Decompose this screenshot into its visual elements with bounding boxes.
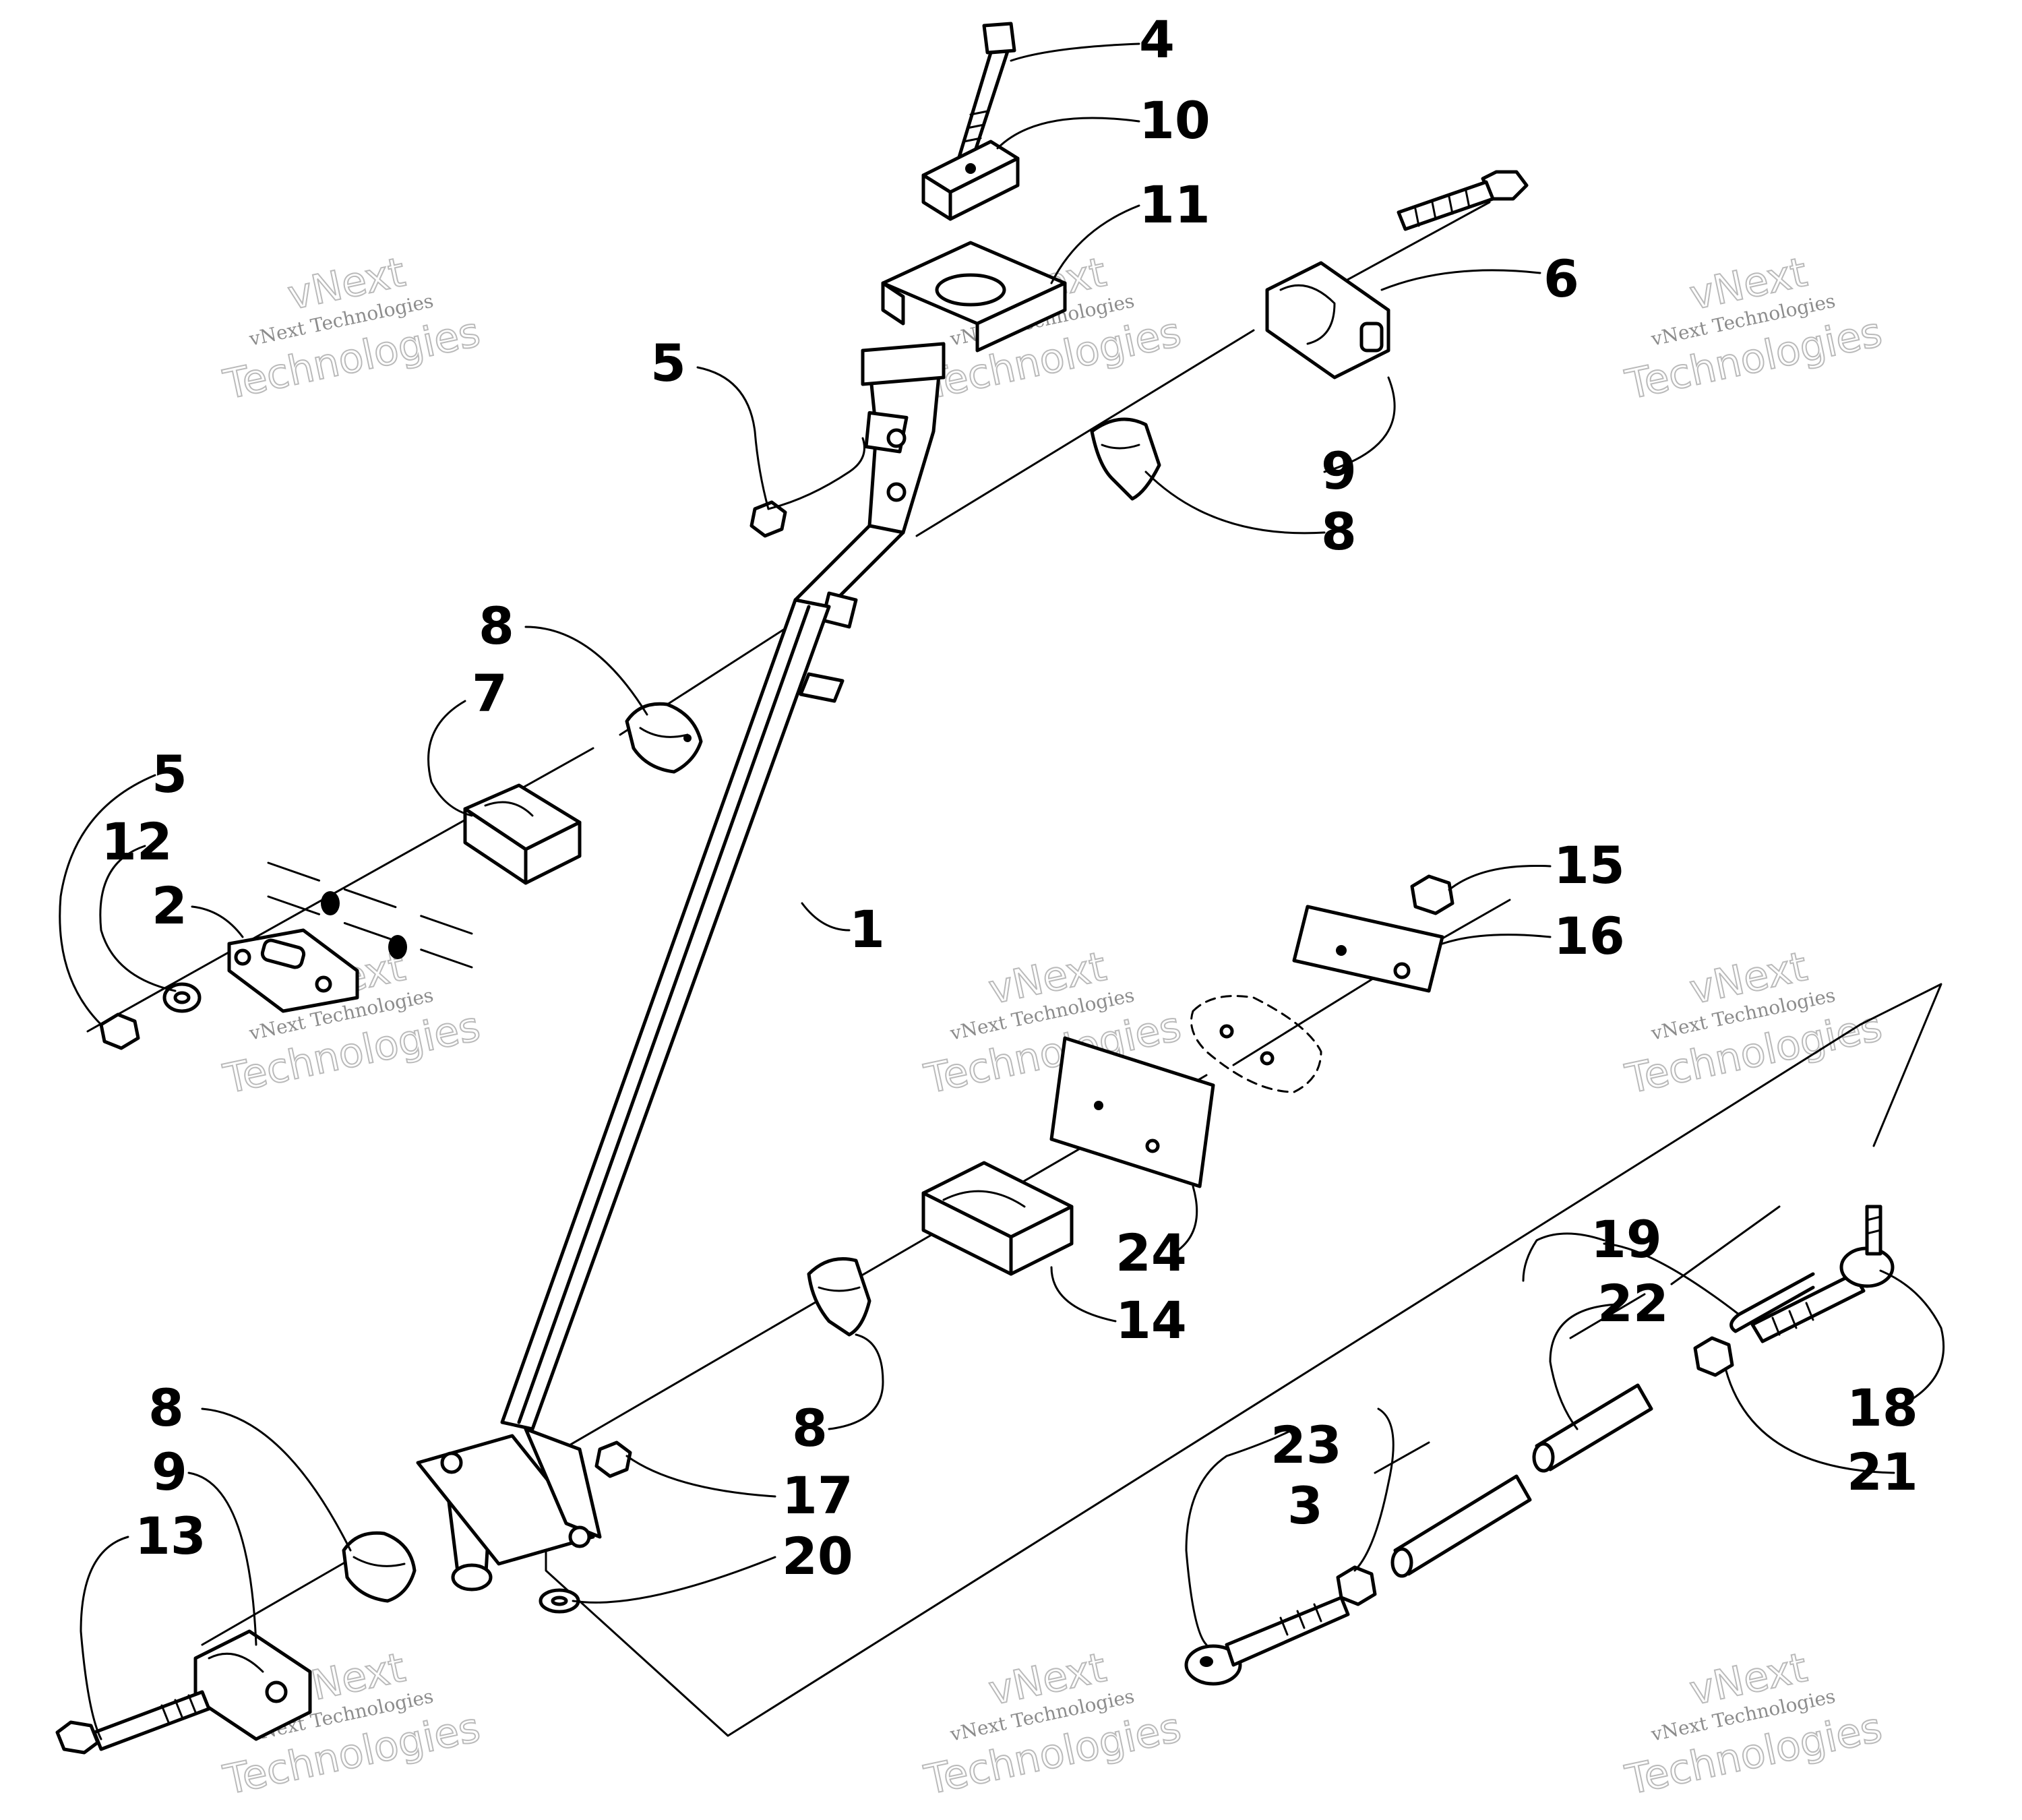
bolt-13	[55, 1690, 211, 1755]
callout-15: 15	[1554, 835, 1625, 895]
callout-8-upper: 8	[1321, 502, 1357, 562]
callout-6: 6	[1543, 249, 1579, 309]
callout-8-left: 8	[479, 596, 514, 656]
tie-rod-end-3	[1184, 1596, 1350, 1686]
bushing-8-lower	[342, 1531, 417, 1603]
watermark: vNext vNext Technologies Technologies	[1621, 1643, 1887, 1805]
callout-19: 19	[1591, 1209, 1662, 1269]
shaft-dots	[321, 891, 407, 959]
clamp-9-upper	[1265, 261, 1390, 380]
nut-15	[1410, 874, 1454, 915]
callout-18: 18	[1847, 1378, 1918, 1438]
nut-5-left	[99, 1012, 140, 1050]
clamp-7	[463, 783, 582, 885]
plate-24	[1049, 1036, 1215, 1188]
callout-8-center: 8	[792, 1398, 828, 1458]
jam-nut-21	[1693, 1336, 1734, 1377]
clamp-cap-10	[921, 140, 1020, 221]
callout-7: 7	[472, 663, 508, 723]
callout-17: 17	[782, 1465, 853, 1525]
callout-14: 14	[1115, 1290, 1187, 1350]
callout-16: 16	[1554, 906, 1625, 966]
bushing-8-center	[807, 1257, 871, 1337]
callout-9-upper: 9	[1321, 441, 1357, 501]
callout-11: 11	[1139, 175, 1211, 235]
callout-8-lower: 8	[148, 1378, 184, 1438]
callout-23: 23	[1270, 1415, 1342, 1475]
callout-2: 2	[152, 876, 187, 936]
watermark: vNext vNext Technologies Technologies	[219, 248, 485, 410]
callout-5-left: 5	[152, 744, 187, 804]
clamp-block-11	[881, 241, 1067, 353]
tie-rod-end-18	[1750, 1205, 1895, 1343]
shim-plate-dashed	[1190, 995, 1322, 1093]
callout-3: 3	[1287, 1476, 1323, 1536]
callout-4: 4	[1139, 9, 1175, 69]
callout-12: 12	[101, 812, 173, 872]
callout-5-top: 5	[650, 333, 686, 393]
callout-22: 22	[1597, 1273, 1669, 1333]
jam-nut-23	[1336, 1565, 1377, 1606]
steering-post	[416, 342, 946, 1591]
bushing-8-left	[625, 702, 703, 774]
callout-9-lower: 9	[152, 1442, 187, 1502]
callout-21: 21	[1847, 1442, 1918, 1502]
callout-13: 13	[135, 1506, 206, 1566]
watermark: vNext vNext Technologies Technologies	[920, 1643, 1186, 1805]
clamp-14	[921, 1161, 1074, 1276]
tie-rod-tube-22	[1390, 1383, 1653, 1578]
callouts: 4 10 11 5 6 9 8 8 7 5 12 2 1 15 16 24 14…	[101, 9, 1918, 1586]
watermark: vNext vNext Technologies Technologies	[1621, 942, 1887, 1104]
washer-12	[162, 982, 202, 1013]
callout-24: 24	[1115, 1223, 1187, 1283]
nut-17	[594, 1440, 632, 1478]
callout-20: 20	[782, 1526, 853, 1586]
plate-16	[1292, 905, 1444, 993]
bolt-6	[1397, 170, 1529, 231]
plate-2	[227, 928, 359, 1013]
callout-10: 10	[1139, 90, 1211, 150]
callout-1: 1	[849, 899, 885, 959]
leader-lines	[59, 42, 1945, 1740]
nut-5-top	[749, 500, 787, 538]
bushing-8-upper	[1090, 417, 1161, 501]
watermark: vNext vNext Technologies Technologies	[1621, 248, 1887, 410]
